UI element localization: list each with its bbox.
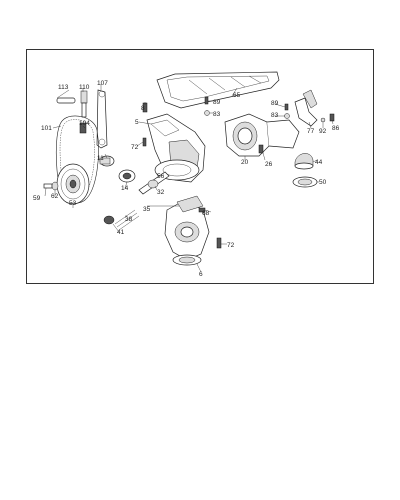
callout-26: 26 bbox=[265, 161, 273, 168]
oil-pump-6 bbox=[164, 199, 210, 266]
callout-14: 14 bbox=[121, 185, 129, 192]
screw-104 bbox=[79, 122, 87, 134]
nut-83-upper bbox=[204, 110, 210, 116]
bolt-72-lower bbox=[216, 237, 222, 249]
callout-72-lower: 72 bbox=[227, 242, 235, 249]
bolt-89-right bbox=[284, 103, 289, 111]
callout-83-upper: 83 bbox=[213, 111, 221, 118]
belt-101 bbox=[55, 115, 99, 204]
callout-6: 6 bbox=[199, 271, 203, 278]
callout-104: 104 bbox=[79, 120, 90, 127]
seal-50 bbox=[292, 176, 318, 188]
gear-14 bbox=[118, 169, 136, 183]
callout-101: 101 bbox=[41, 125, 52, 132]
callout-77: 77 bbox=[307, 128, 315, 135]
shaft-32 bbox=[138, 171, 170, 195]
bolt-89-upper bbox=[204, 96, 209, 105]
washer-62 bbox=[51, 181, 59, 191]
callout-50: 50 bbox=[319, 179, 327, 186]
callout-8: 8 bbox=[141, 105, 145, 112]
callout-53: 53 bbox=[69, 200, 77, 207]
sleeve-11 bbox=[99, 155, 115, 167]
callout-20: 20 bbox=[241, 159, 249, 166]
callout-65: 65 bbox=[233, 92, 241, 99]
nut-83-right bbox=[284, 113, 290, 119]
callout-59: 59 bbox=[33, 195, 41, 202]
exploded-parts-diagram: 113 110 107 101 104 65 8 5 89 83 89 83 7… bbox=[26, 49, 374, 284]
callout-32: 32 bbox=[157, 189, 165, 196]
callout-56: 56 bbox=[157, 173, 165, 180]
pulley-53 bbox=[56, 163, 90, 205]
callout-113: 113 bbox=[58, 84, 69, 91]
callout-83-right: 83 bbox=[271, 112, 279, 119]
bolt-110 bbox=[80, 90, 88, 118]
callout-35: 35 bbox=[143, 206, 151, 213]
thermostat-housing-20 bbox=[224, 113, 300, 157]
bracket-77 bbox=[294, 89, 318, 127]
bracket-35 bbox=[176, 195, 204, 213]
callout-107: 107 bbox=[97, 80, 108, 87]
leader-lines bbox=[44, 84, 334, 273]
pump-housing-5 bbox=[146, 113, 206, 183]
callout-92: 92 bbox=[319, 128, 327, 135]
cap-44 bbox=[294, 153, 314, 170]
callout-89-upper: 89 bbox=[213, 99, 221, 106]
callout-62: 62 bbox=[51, 193, 59, 200]
callout-5: 5 bbox=[135, 119, 139, 126]
callout-72-upper: 72 bbox=[131, 144, 139, 151]
plug-41 bbox=[103, 215, 115, 225]
tensioner-arm-107 bbox=[96, 89, 108, 149]
bolt-26 bbox=[258, 144, 264, 154]
callout-38: 38 bbox=[125, 216, 133, 223]
pin-113 bbox=[56, 97, 76, 104]
bolt-86 bbox=[329, 113, 335, 122]
washer-92 bbox=[320, 117, 326, 123]
parts-drawing: 113 110 107 101 104 65 8 5 89 83 89 83 7… bbox=[33, 71, 340, 278]
bolt-72-upper bbox=[142, 137, 147, 147]
callout-68: 68 bbox=[202, 210, 210, 217]
callout-110: 110 bbox=[79, 84, 90, 91]
spring-38 bbox=[114, 209, 140, 231]
valve-cover-65 bbox=[156, 71, 280, 109]
callout-44: 44 bbox=[315, 159, 323, 166]
callout-labels: 113 110 107 101 104 65 8 5 89 83 89 83 7… bbox=[33, 80, 340, 278]
callout-86: 86 bbox=[332, 125, 340, 132]
callout-89-right: 89 bbox=[271, 100, 279, 107]
callout-41: 41 bbox=[117, 229, 125, 236]
bolt-59 bbox=[43, 183, 53, 189]
callout-11: 11 bbox=[97, 155, 104, 162]
